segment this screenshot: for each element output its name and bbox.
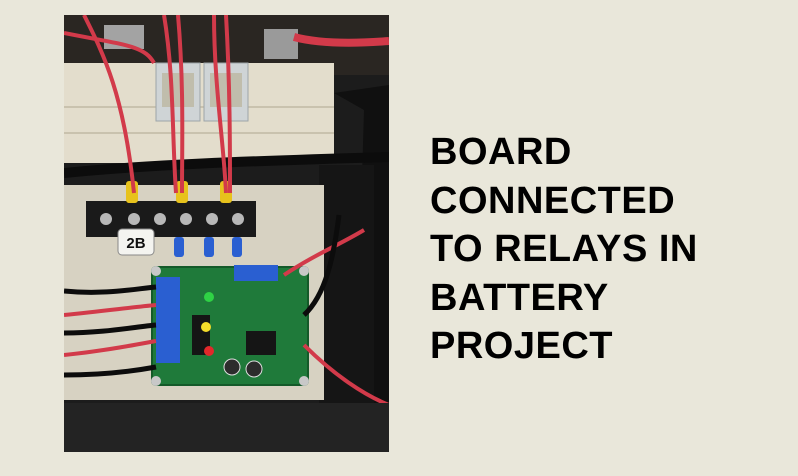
circuit-board-photo: 2B <box>64 15 389 452</box>
caption-line-2: CONNECTED <box>430 179 676 222</box>
caption-line-3: TO RELAYS IN <box>430 228 698 270</box>
caption-line-1: BOARD <box>430 131 572 173</box>
slide-caption: BOARD CONNECTED TO RELAYS IN BATTERY PRO… <box>430 128 790 371</box>
board-label: 2B <box>126 235 145 252</box>
caption-line-5: PROJECT <box>430 325 613 367</box>
caption-line-4: BATTERY <box>430 276 609 319</box>
